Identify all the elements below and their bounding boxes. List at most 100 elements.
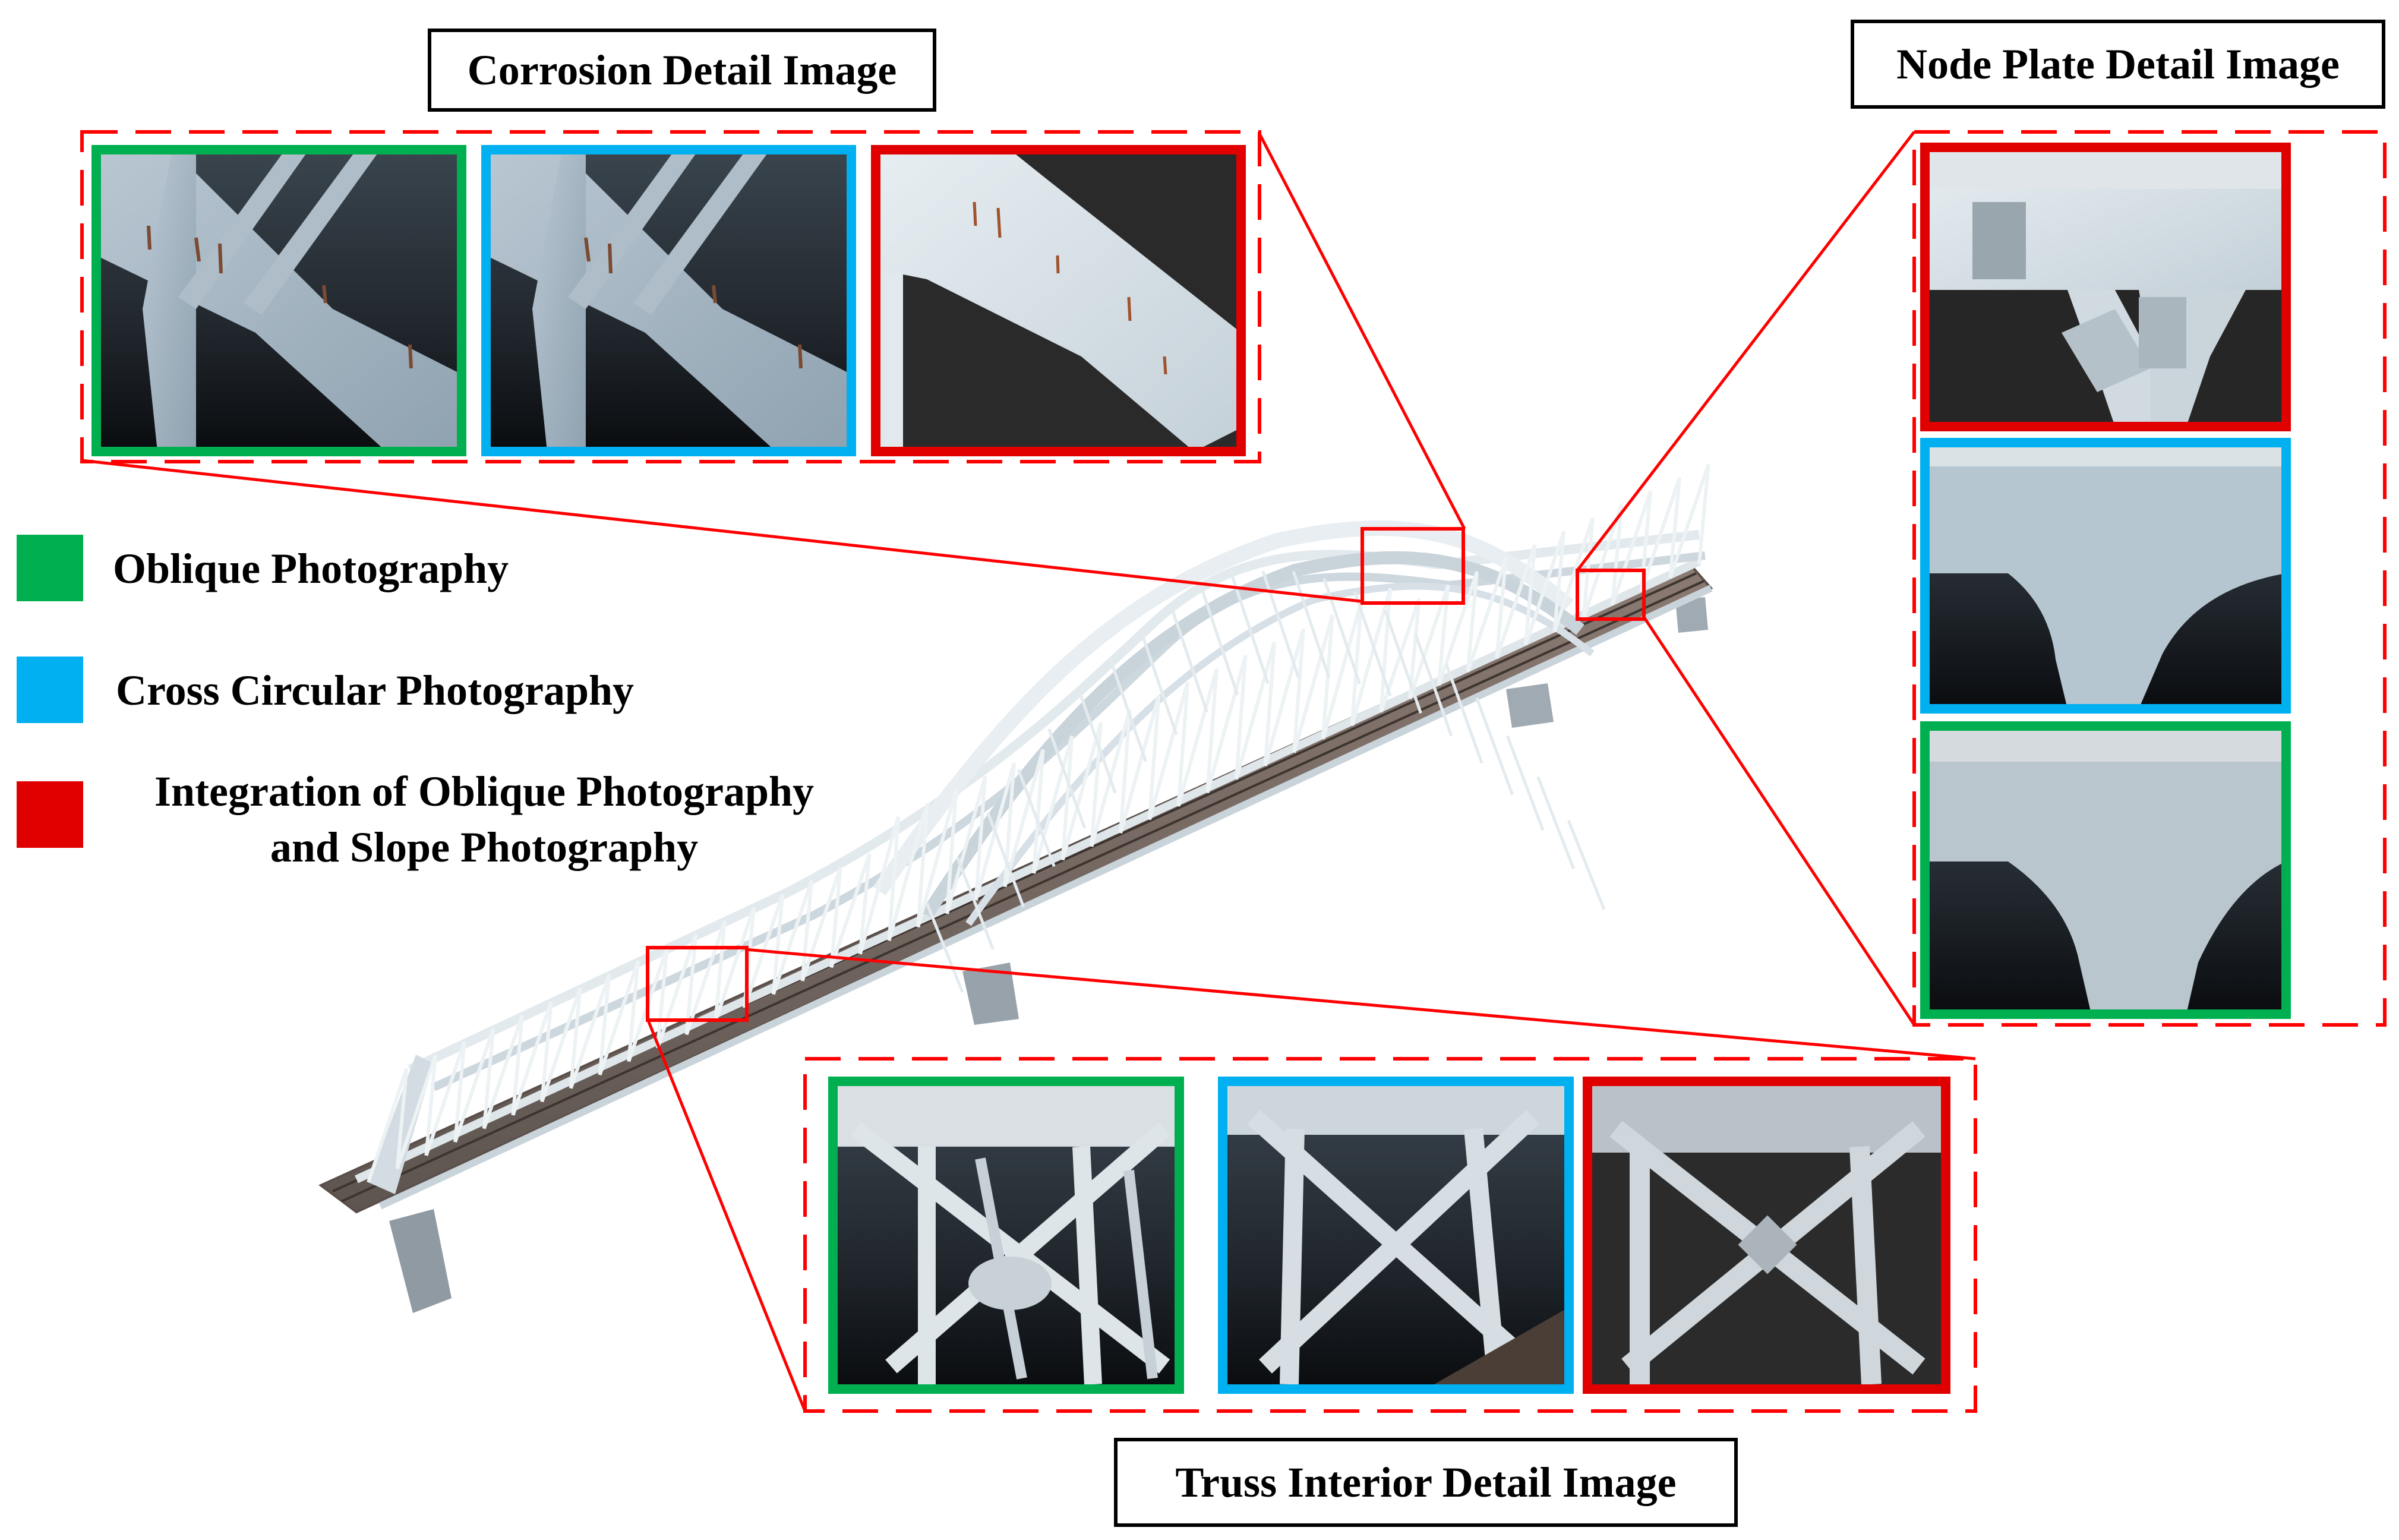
bridge-model: [318, 463, 1713, 1313]
truss-diagonal: [684, 920, 727, 1036]
node-plate-group-frame: [1912, 130, 2387, 1027]
truss-interior-panel-oblique: [828, 1077, 1184, 1394]
truss-diagonal: [1523, 531, 1566, 646]
truss-diagonal: [771, 894, 785, 995]
node-plate-panel-integration: [1920, 143, 2291, 431]
truss-diagonal: [1292, 628, 1305, 753]
truss-diagonal: [1350, 601, 1363, 726]
arch-hanger: [1109, 658, 1147, 762]
truss-diagonal: [829, 867, 842, 968]
arch-hanger: [925, 902, 964, 993]
arch-hanger: [1230, 576, 1270, 684]
corrosion-panel-oblique: [91, 145, 466, 456]
corrosion-title: Corrosion Detail Image: [467, 46, 897, 94]
truss-diagonal: [771, 880, 813, 995]
rail-line: [341, 580, 1704, 1203]
arch-hanger: [1384, 610, 1422, 714]
truss-diagonal: [453, 1027, 495, 1143]
truss-bottom-chord: [355, 557, 1701, 1184]
node-plate-title: Node Plate Detail Image: [1896, 40, 2340, 88]
arch-hanger: [1353, 591, 1392, 696]
truss-diagonal: [598, 974, 611, 1075]
truss-diagonal: [1552, 517, 1595, 632]
truss-diagonal: [1552, 531, 1566, 632]
truss-diagonal: [1668, 463, 1710, 579]
truss-diagonal: [945, 789, 958, 914]
truss-diagonals: [367, 463, 1710, 1183]
arch-hanger: [1017, 769, 1056, 867]
truss-diagonal: [656, 933, 698, 1049]
truss-diagonal: [858, 816, 901, 955]
truss-diagonal: [974, 776, 987, 901]
truss-diagonal: [482, 1014, 524, 1129]
arch-hanger: [1444, 663, 1483, 764]
truss-diagonal: [1523, 544, 1537, 645]
truss-diagonal: [1205, 655, 1248, 794]
truss-diagonal: [627, 961, 640, 1062]
truss-diagonal: [655, 947, 669, 1049]
truss-diagonal: [1263, 628, 1305, 766]
legend-label-oblique: Oblique Photography: [113, 545, 509, 592]
truss-diagonal: [1495, 558, 1508, 659]
truss-diagonal: [945, 775, 987, 914]
truss-diagonal: [424, 1055, 438, 1156]
arch-hanger: [1139, 629, 1178, 735]
legend-label-integration-line2: and Slope Photography: [270, 823, 699, 871]
pier-left: [389, 1209, 452, 1313]
arch-hanger: [1414, 634, 1453, 737]
legend-swatch-oblique: [17, 535, 83, 601]
truss-diagonal: [1119, 695, 1161, 834]
truss-diagonal: [1321, 601, 1363, 740]
truss-diagonal: [395, 1055, 437, 1170]
truss-diagonal: [858, 853, 872, 954]
node-plate-panel-oblique: [1920, 721, 2291, 1019]
truss-diagonal: [598, 960, 640, 1076]
legend-label-cross-circular: Cross Circular Photography: [116, 667, 635, 714]
node-plate-region-marker: [1576, 569, 1646, 621]
truss-diagonal: [916, 803, 929, 927]
truss-diagonal: [1437, 571, 1479, 686]
truss-diagonal: [1119, 709, 1132, 834]
arch-hangers: [925, 570, 1606, 993]
truss-diagonal: [511, 1014, 525, 1116]
main-arch-upper: [873, 520, 1574, 896]
node-plate-panel-cross-circular: [1920, 438, 2291, 714]
truss-interior-title: Truss Interior Detail Image: [1175, 1458, 1677, 1506]
truss-diagonal: [887, 802, 929, 941]
truss-diagonal: [1003, 749, 1045, 888]
truss-diagonal: [1292, 614, 1334, 753]
callout-lines: [81, 131, 1976, 1412]
truss-diagonal: [1639, 476, 1681, 592]
truss-diagonal: [1032, 749, 1045, 874]
arch-hanger: [1200, 588, 1239, 696]
truss-diagonal: [1611, 490, 1653, 605]
truss-diagonal: [1379, 588, 1392, 712]
truss-diagonal: [714, 920, 727, 1021]
truss-interior-panel-integration: [1583, 1077, 1950, 1394]
truss-diagonal: [800, 880, 814, 982]
legend-swatch-integration: [17, 781, 83, 848]
arch-hanger: [1170, 605, 1208, 713]
truss-interior-panel-cross-circular: [1218, 1077, 1574, 1394]
truss-diagonal: [714, 907, 756, 1022]
truss-diagonal: [1668, 477, 1681, 578]
truss-diagonal: [1697, 464, 1710, 565]
truss-diagonal: [1582, 504, 1624, 619]
arch-hanger: [1047, 728, 1087, 829]
truss-diagonal: [1234, 641, 1277, 780]
truss-diagonal: [482, 1028, 495, 1129]
truss-diagonal: [1466, 557, 1508, 673]
truss-interior-group-frame: [803, 1057, 1977, 1413]
corrosion-panel-cross-circular: [481, 145, 856, 456]
truss-diagonal: [569, 987, 582, 1089]
truss-diagonal: [916, 789, 958, 928]
truss-diagonal: [829, 853, 872, 968]
truss-diagonal: [569, 974, 611, 1089]
truss-diagonal: [453, 1042, 466, 1143]
truss-diagonal: [1147, 695, 1161, 820]
corrosion-panel-integration: [871, 145, 1246, 456]
truss-diagonal: [1263, 642, 1277, 766]
arch-hanger: [1078, 691, 1117, 794]
truss-interior-region-marker: [646, 946, 749, 1022]
node-plate-title-box: Node Plate Detail Image: [1851, 20, 2385, 109]
